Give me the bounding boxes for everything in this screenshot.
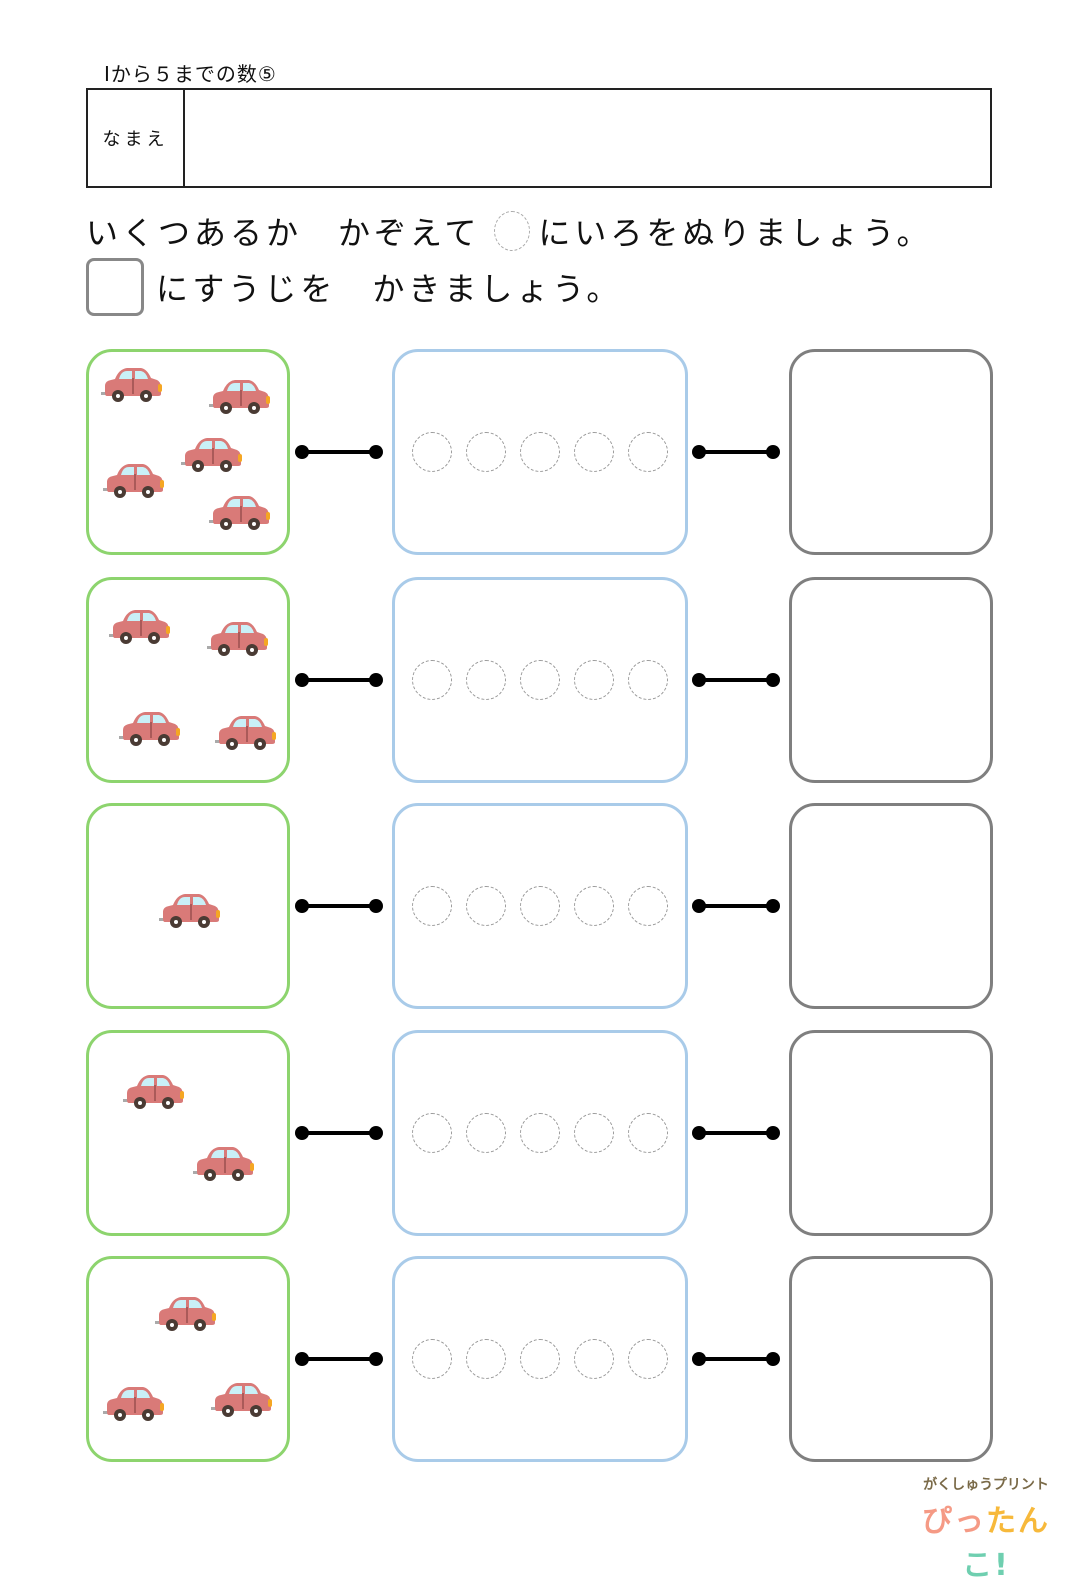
car-icon [209,492,271,534]
worksheet-title: Iから５までの数⑤ [104,62,277,86]
answer-box[interactable] [789,1030,993,1236]
dots-box [392,1256,688,1462]
answer-square-icon [86,258,144,316]
color-circle[interactable] [466,1113,506,1153]
exercise-row-3 [0,803,1080,1009]
color-circle[interactable] [412,660,452,700]
connector-line [295,445,383,459]
car-icon [207,618,269,660]
answer-box[interactable] [789,803,993,1009]
color-circle[interactable] [520,1339,560,1379]
color-circle[interactable] [574,432,614,472]
color-circle[interactable] [628,660,668,700]
connector-line [295,899,383,913]
color-circle[interactable] [628,1113,668,1153]
connector-line [295,1352,383,1366]
instruction-line-1: いくつあるか かぞえて にいろをぬりましょう。 [86,208,933,254]
instruction-text: にすうじを かきましょう。 [156,270,623,308]
connector-line [692,673,780,687]
dots-box [392,803,688,1009]
name-field[interactable] [185,90,990,186]
exercise-row-5 [0,1256,1080,1462]
car-icon [193,1143,255,1185]
logo-subtitle: がくしゅうプリント [923,1477,1049,1493]
picture-box [86,1256,290,1462]
car-icon [103,460,165,502]
color-circle[interactable] [466,886,506,926]
color-circle[interactable] [628,432,668,472]
answer-box[interactable] [789,1256,993,1462]
connector-line [692,1126,780,1140]
car-icon [119,708,181,750]
color-circle[interactable] [412,1113,452,1153]
instruction-line-2: にすうじを かきましょう。 [86,258,622,316]
name-label: なまえ [88,90,185,186]
color-circle[interactable] [466,432,506,472]
car-icon [123,1071,185,1113]
connector-line [692,899,780,913]
car-icon [211,1379,273,1421]
dots-box [392,349,688,555]
color-circle[interactable] [466,660,506,700]
car-icon [103,1383,165,1425]
color-circle[interactable] [574,886,614,926]
dots-box [392,1030,688,1236]
car-icon [101,364,163,406]
color-circle[interactable] [520,1113,560,1153]
connector-line [295,673,383,687]
car-icon [159,890,221,932]
color-circle[interactable] [574,1339,614,1379]
brand-logo: がくしゅうプリント ぴったんこ! [916,1474,1056,1584]
connector-line [692,445,780,459]
connector-line [295,1126,383,1140]
car-icon [155,1293,217,1335]
instruction-text: にいろをぬりましょう。 [538,214,933,252]
color-circle[interactable] [412,1339,452,1379]
exercise-row-1 [0,349,1080,555]
dots-box [392,577,688,783]
color-circle[interactable] [520,660,560,700]
color-circle[interactable] [520,886,560,926]
exercise-row-4 [0,1030,1080,1236]
car-icon [181,434,243,476]
name-box: なまえ [86,88,992,188]
instruction-text: いくつあるか かぞえて [86,214,481,252]
logo-title: ぴったんこ! [922,1504,1050,1583]
color-circle[interactable] [628,886,668,926]
car-icon [215,712,277,754]
connector-line [692,1352,780,1366]
color-circle[interactable] [466,1339,506,1379]
picture-box [86,803,290,1009]
color-circle[interactable] [412,886,452,926]
answer-box[interactable] [789,577,993,783]
color-circle[interactable] [574,1113,614,1153]
answer-box[interactable] [789,349,993,555]
car-icon [209,376,271,418]
picture-box [86,1030,290,1236]
color-circle[interactable] [412,432,452,472]
exercise-row-2 [0,577,1080,783]
dotted-circle-icon [494,211,531,251]
color-circle[interactable] [574,660,614,700]
car-icon [109,606,171,648]
color-circle[interactable] [628,1339,668,1379]
color-circle[interactable] [520,432,560,472]
picture-box [86,349,290,555]
picture-box [86,577,290,783]
